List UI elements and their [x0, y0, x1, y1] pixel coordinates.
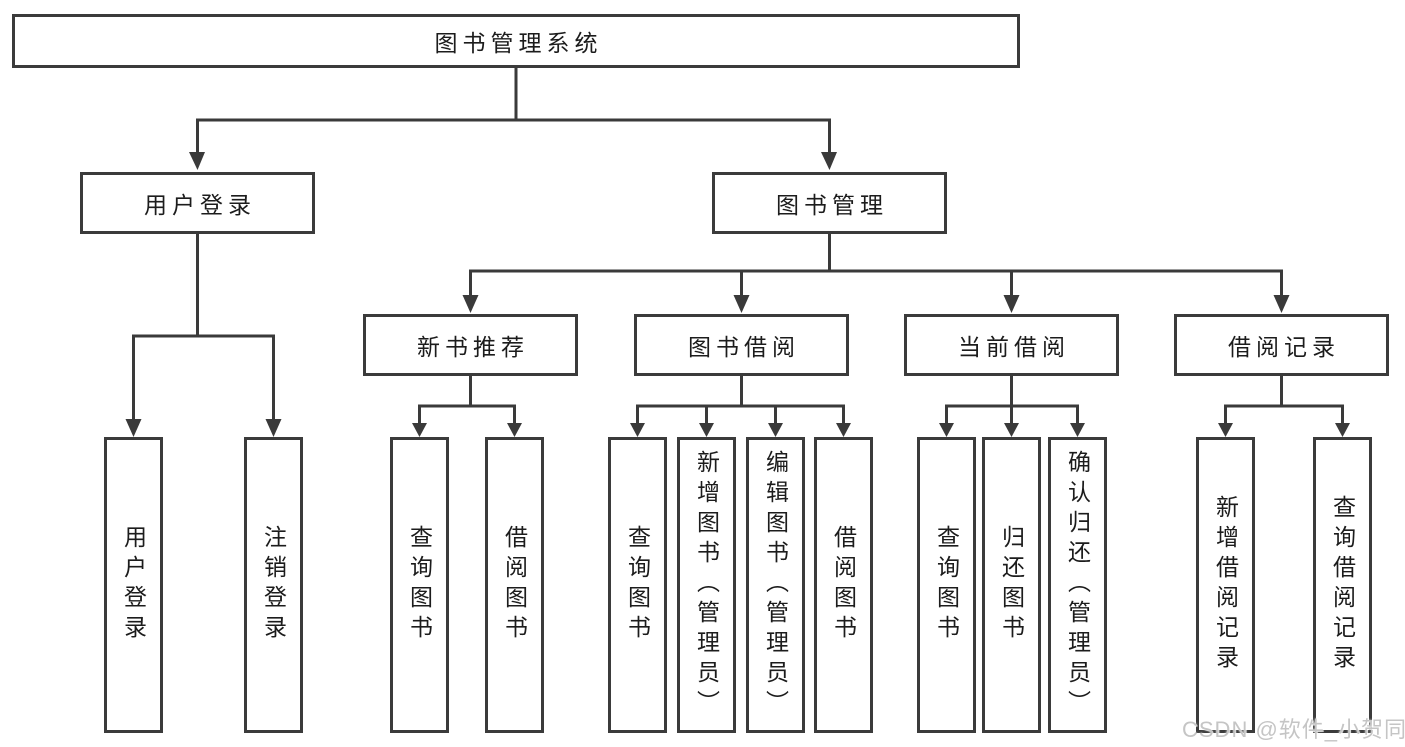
leaf-add-borrow-record: 新增借阅记录	[1196, 437, 1255, 733]
node-label: 编辑图书（管理员）	[762, 450, 789, 720]
node-label: 借阅图书	[501, 525, 528, 645]
leaf-query-books-current: 查询图书	[917, 437, 976, 733]
node-label: 新增图书（管理员）	[693, 450, 720, 720]
leaf-query-books-borrowing: 查询图书	[608, 437, 667, 733]
node-root-system: 图书管理系统	[12, 14, 1020, 68]
node-label: 查询图书	[933, 525, 960, 645]
leaf-add-book-admin: 新增图书（管理员）	[677, 437, 736, 733]
node-current-borrowing: 当前借阅	[904, 314, 1119, 376]
node-label: 归还图书	[998, 525, 1025, 645]
node-new-book-recommend: 新书推荐	[363, 314, 578, 376]
leaf-logout: 注销登录	[244, 437, 303, 733]
leaf-return-books: 归还图书	[982, 437, 1041, 733]
node-label: 查询图书	[624, 525, 651, 645]
leaf-query-borrow-record: 查询借阅记录	[1313, 437, 1372, 733]
leaf-query-books-recommend: 查询图书	[390, 437, 449, 733]
node-label: 新书推荐	[417, 334, 529, 360]
node-label: 图书借阅	[688, 334, 800, 360]
leaf-user-login: 用户登录	[104, 437, 163, 733]
node-label: 查询图书	[406, 525, 433, 645]
node-label: 借阅记录	[1228, 334, 1340, 360]
node-label: 借阅图书	[830, 525, 857, 645]
node-label: 图书管理系统	[434, 30, 603, 56]
node-label: 注销登录	[260, 525, 287, 645]
connector-stems	[132, 66, 1344, 427]
leaf-borrow-books-recommend: 借阅图书	[485, 437, 544, 733]
node-label: 当前借阅	[958, 334, 1070, 360]
leaf-borrow-books: 借阅图书	[814, 437, 873, 733]
node-label: 图书管理	[776, 192, 888, 218]
node-book-borrowing: 图书借阅	[634, 314, 849, 376]
node-label: 用户登录	[144, 192, 256, 218]
arrowheads	[125, 152, 1350, 437]
node-book-management-branch: 图书管理	[712, 172, 947, 234]
node-label: 查询借阅记录	[1329, 495, 1356, 675]
node-borrow-records: 借阅记录	[1174, 314, 1389, 376]
node-user-login-branch: 用户登录	[80, 172, 315, 234]
node-label: 新增借阅记录	[1212, 495, 1239, 675]
node-label: 用户登录	[120, 525, 147, 645]
leaf-confirm-return-admin: 确认归还（管理员）	[1048, 437, 1107, 733]
csdn-watermark: CSDN @软件_小贺同学	[1182, 717, 1405, 742]
leaf-edit-book-admin: 编辑图书（管理员）	[746, 437, 805, 733]
node-label: 确认归还（管理员）	[1064, 450, 1091, 720]
